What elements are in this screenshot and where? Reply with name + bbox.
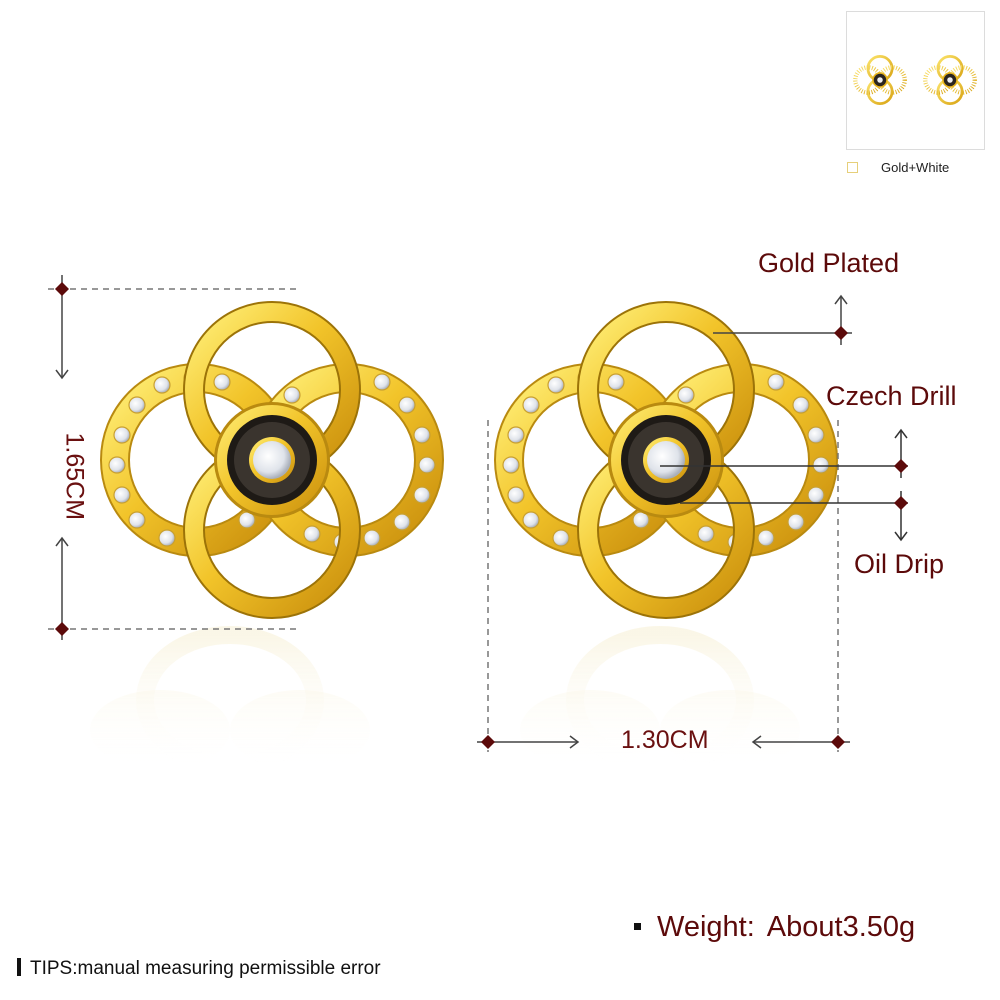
marker-icon (481, 735, 495, 749)
variant-label: Gold+White (881, 160, 950, 175)
marker-icon (55, 282, 69, 296)
left-earring-image (109, 312, 435, 608)
width-dimension-label: 1.30CM (621, 726, 709, 754)
height-dimension-label: 1.65CM (60, 432, 89, 521)
weight-label: Weight: (657, 911, 755, 943)
czech-drill-label: Czech Drill (826, 381, 957, 411)
variant-thumbnail[interactable] (846, 11, 985, 150)
tips-bar-icon (17, 958, 21, 976)
color-swatch-checkbox[interactable] (847, 162, 858, 173)
weight-value: About3.50g (766, 911, 916, 943)
thumbnail-earrings-image (853, 55, 977, 105)
marker-icon (834, 326, 848, 340)
marker-icon (831, 735, 845, 749)
right-earring-image (503, 312, 829, 608)
tips-text: TIPS:manual measuring permissible error (30, 958, 381, 979)
left-earring-reflection (90, 626, 370, 774)
bullet-icon (634, 922, 641, 930)
marker-icon (55, 622, 69, 636)
tips-note: TIPS:manual measuring permissible error (17, 958, 381, 980)
oil-drip-label: Oil Drip (854, 549, 945, 579)
gold-plated-label: Gold Plated (758, 248, 900, 278)
marker-icon (894, 496, 908, 510)
marker-icon (894, 459, 908, 473)
weight-spec: Weight: About3.50g (634, 911, 915, 944)
right-earring-reflection (520, 626, 800, 774)
